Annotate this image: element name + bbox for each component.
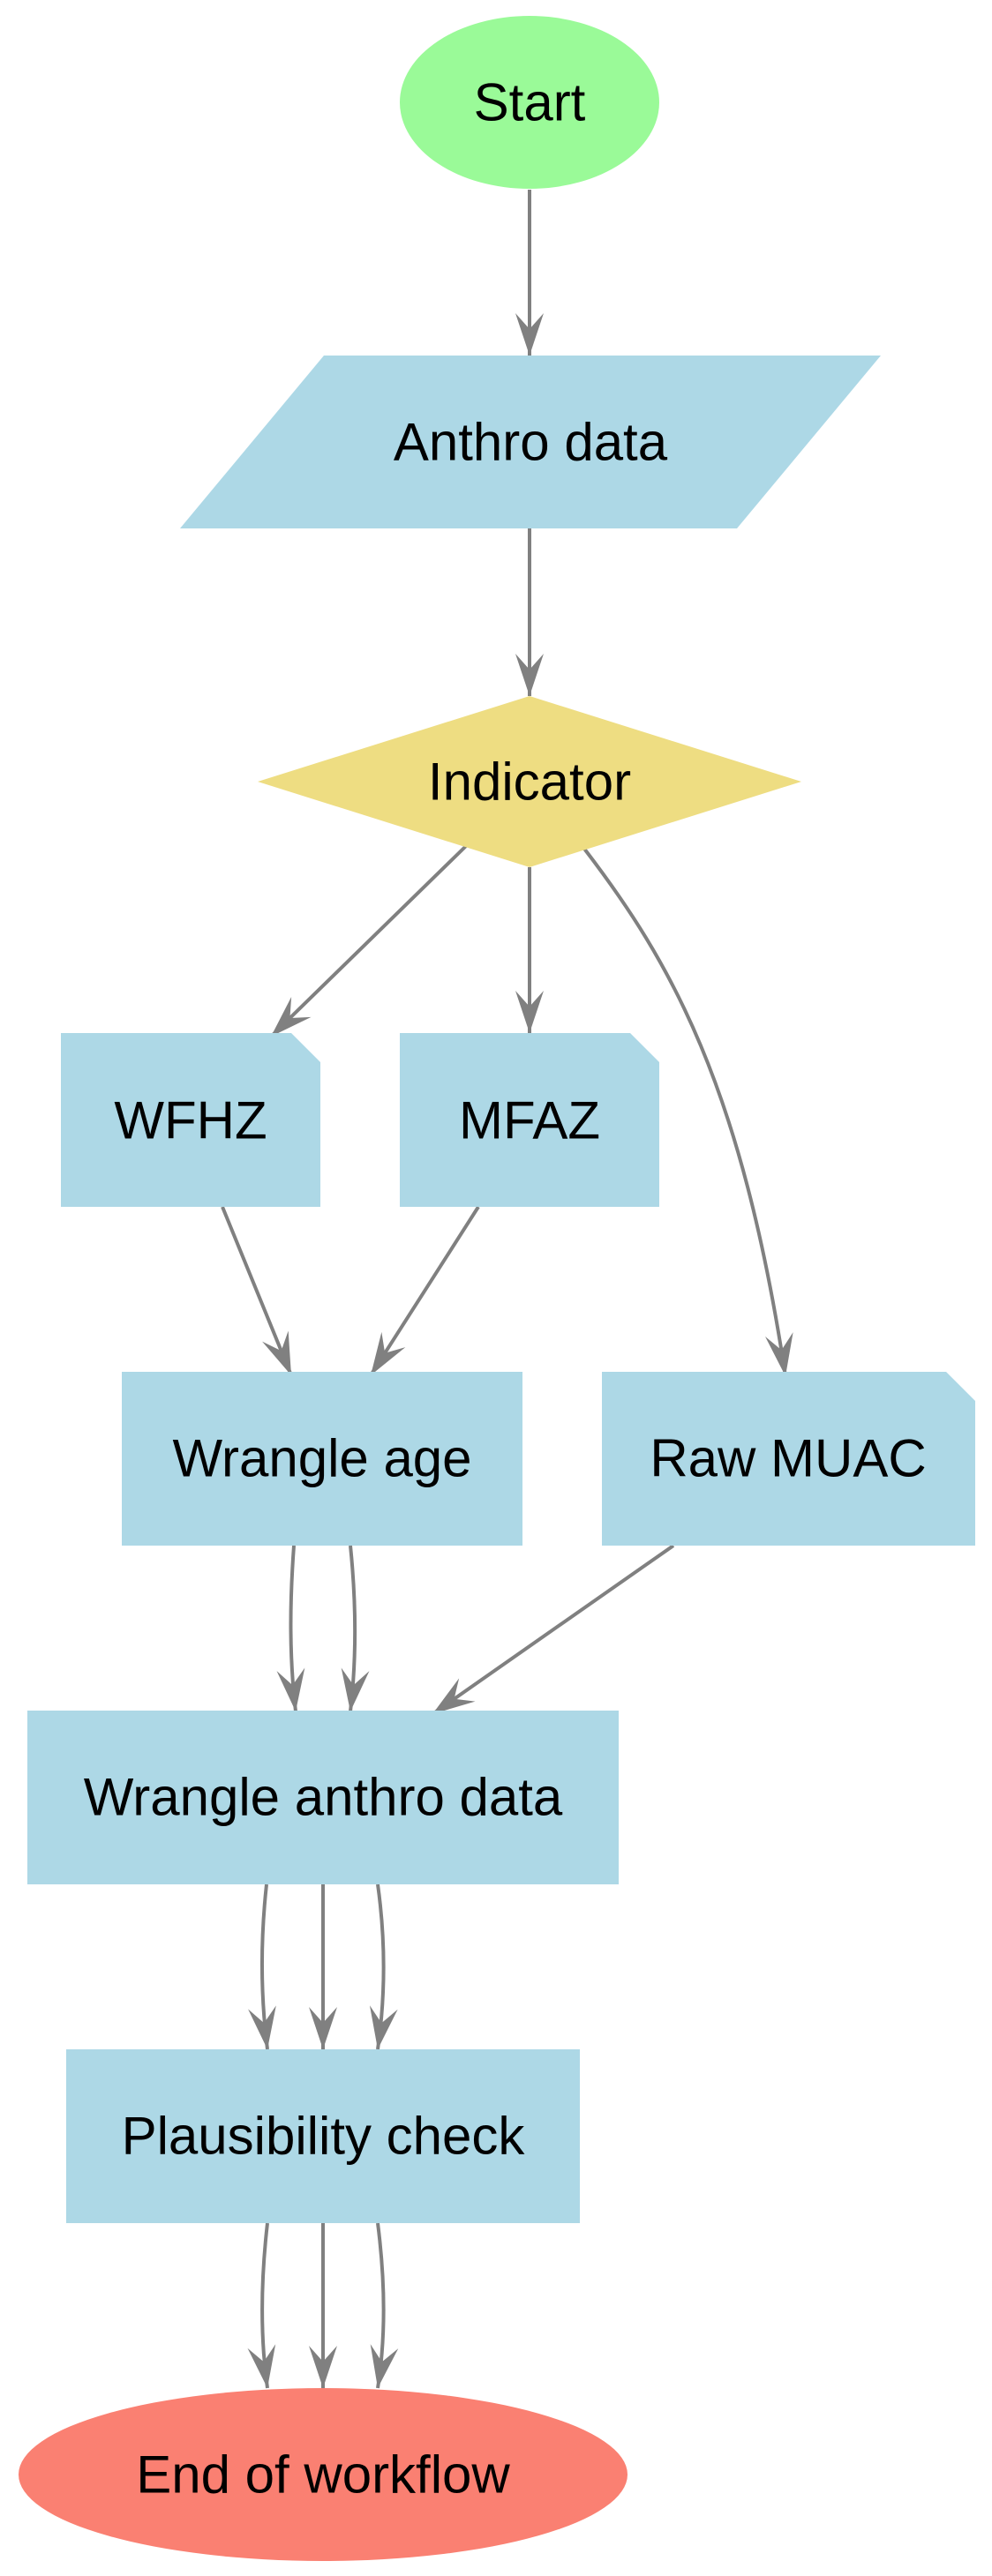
node-mfaz[interactable]: MFAZ (400, 1033, 659, 1207)
node-raw-muac[interactable]: Raw MUAC (602, 1372, 975, 1546)
end-ellipse (19, 2388, 628, 2561)
indicator-label: Indicator (428, 753, 631, 812)
start-ellipse (400, 16, 659, 189)
indicator-diamond (258, 696, 801, 867)
arrowhead-icon (515, 313, 544, 356)
node-end-of-workflow[interactable]: End of workflow (19, 2388, 628, 2561)
wfhz-note (61, 1033, 320, 1207)
arrowhead-icon (262, 1330, 291, 1375)
edge-line (431, 1544, 675, 1716)
raw-muac-note (602, 1372, 975, 1546)
wrangle-age-label: Wrangle age (172, 1429, 471, 1488)
arrowhead-icon (515, 991, 544, 1033)
arrowhead-icon (369, 2005, 398, 2049)
node-start[interactable]: Start (400, 16, 659, 189)
arrowhead-icon (247, 2344, 276, 2388)
edge-indicator-to-raw_muac (582, 847, 793, 1377)
node-plausibility-check[interactable]: Plausibility check (66, 2049, 580, 2223)
wrangle-anthro-data-rect (27, 1711, 619, 1884)
node-anthro-data[interactable]: Anthro data (180, 356, 881, 528)
edge-plausibility-to-end (370, 2222, 399, 2389)
edge-wfhz-to-wrangle_age (221, 1206, 293, 1376)
arrowhead-icon (341, 1667, 370, 1711)
arrowhead-icon (371, 1331, 406, 1375)
edge-wrangle_anthro-to-plausibility (309, 1884, 337, 2049)
edge-line (582, 847, 787, 1377)
edge-wrangle_age-to-wrangle_anthro (341, 1545, 370, 1712)
edge-raw_muac-to-wrangle_anthro (431, 1544, 675, 1716)
wfhz-label: WFHZ (114, 1091, 267, 1150)
mfaz-note (400, 1033, 659, 1207)
anthro-data-parallelogram (180, 356, 881, 528)
end-of-workflow-label: End of workflow (136, 2445, 510, 2505)
arrowhead-icon (276, 1667, 305, 1711)
wrangle-anthro-data-label: Wrangle anthro data (84, 1768, 563, 1827)
plausibility-check-label: Plausibility check (122, 2107, 526, 2166)
plausibility-check-rect (66, 2049, 580, 2223)
edge-line (269, 844, 468, 1038)
wrangle-age-rect (122, 1372, 522, 1546)
edge-wrangle_anthro-to-plausibility (248, 1883, 276, 2050)
anthro-data-label: Anthro data (394, 413, 668, 472)
arrowhead-icon (309, 2346, 337, 2388)
node-wrangle-anthro-data[interactable]: Wrangle anthro data (27, 1711, 619, 1884)
arrowhead-icon (515, 654, 544, 696)
node-wrangle-age[interactable]: Wrangle age (122, 1372, 522, 1546)
arrowhead-icon (432, 1678, 476, 1714)
nodes-layer: Start Anthro data Indicator WFHZ MFAZ Wr… (19, 16, 975, 2561)
edge-wrangle_age-to-wrangle_anthro (276, 1545, 305, 1712)
edge-line (369, 1205, 480, 1377)
edge-line (221, 1206, 293, 1376)
edge-plausibility-to-end (309, 2223, 337, 2388)
raw-muac-label: Raw MUAC (650, 1429, 926, 1488)
edge-start-to-anthro (515, 190, 544, 356)
mfaz-label: MFAZ (459, 1091, 600, 1150)
arrowhead-icon (271, 997, 312, 1037)
node-wfhz[interactable]: WFHZ (61, 1033, 320, 1207)
edge-indicator-to-mfaz (515, 867, 544, 1033)
edge-plausibility-to-end (247, 2222, 276, 2389)
arrowhead-icon (370, 2344, 399, 2388)
edge-indicator-to-wfhz (269, 844, 468, 1038)
arrowhead-icon (248, 2005, 276, 2049)
node-indicator[interactable]: Indicator (258, 696, 801, 867)
edges-layer (221, 190, 793, 2389)
edge-mfaz-to-wrangle_age (369, 1205, 480, 1377)
start-label: Start (474, 73, 586, 132)
arrowhead-icon (764, 1332, 793, 1376)
edge-anthro-to-indicator (515, 528, 544, 696)
edge-wrangle_anthro-to-plausibility (369, 1883, 398, 2050)
arrowhead-icon (309, 2007, 337, 2049)
